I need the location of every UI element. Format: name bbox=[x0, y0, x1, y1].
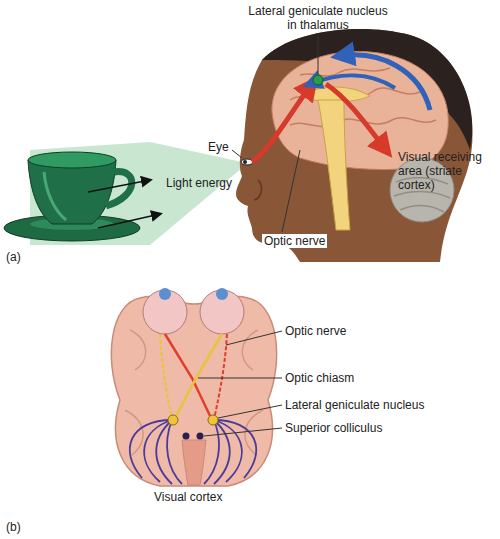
structure-label: Visual receiving area (striate cortex) bbox=[398, 150, 496, 192]
structure-label: Optic nerve bbox=[262, 234, 327, 248]
light-arrow bbox=[98, 214, 160, 228]
leader-line bbox=[204, 428, 282, 436]
light-arrow bbox=[88, 180, 150, 192]
panel-letter: (a) bbox=[6, 250, 21, 264]
structure-label: Optic chiasm bbox=[285, 371, 354, 385]
panel-letter: (b) bbox=[6, 520, 21, 534]
head bbox=[236, 29, 473, 262]
structure-label: Visual cortex bbox=[154, 490, 222, 504]
leader-line bbox=[198, 378, 282, 379]
structure-label: Eye bbox=[208, 140, 229, 154]
structure-label: Superior colliculus bbox=[285, 421, 382, 435]
brain-bottom-view bbox=[111, 288, 276, 486]
leader-line bbox=[218, 405, 282, 418]
structure-label: Optic nerve bbox=[285, 324, 346, 338]
structure-label: Lateral geniculate nucleus in thalamus bbox=[248, 4, 388, 32]
cup bbox=[4, 152, 140, 241]
leader-line bbox=[318, 36, 319, 74]
leader-line bbox=[282, 150, 300, 232]
stimulus-label: Light energy bbox=[166, 176, 232, 190]
leader-line bbox=[232, 150, 242, 158]
structure-label: Lateral geniculate nucleus bbox=[285, 398, 424, 412]
leader-line bbox=[226, 331, 282, 345]
